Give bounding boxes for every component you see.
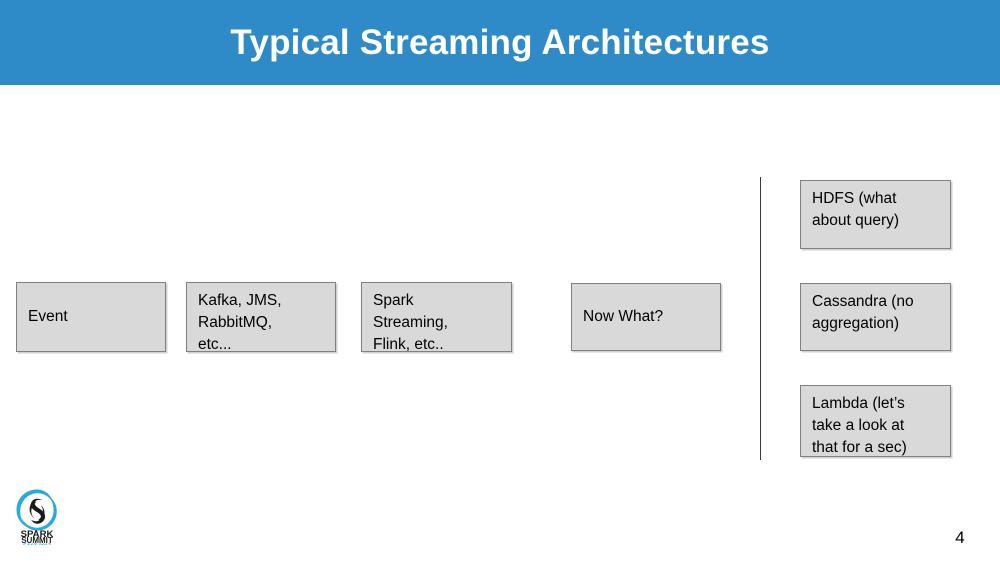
- flow-box-hdfs[interactable]: HDFS (what about query): [800, 180, 951, 249]
- flow-box-queue[interactable]: Kafka, JMS, RabbitMQ, etc...: [186, 282, 336, 353]
- logo-line-summit: SUMMIT: [21, 536, 53, 545]
- spark-summit-logo: SPARK SUMMIT EAST 2017: [11, 487, 63, 545]
- page-number: 4: [955, 528, 965, 547]
- logo-line-spark: SPARK: [21, 529, 54, 540]
- logo-line-east-2017: EAST 2017: [23, 543, 51, 545]
- spark-summit-logo-icon: SPARK SUMMIT EAST 2017: [16, 489, 57, 545]
- flow-box-event[interactable]: Event: [16, 282, 166, 352]
- flow-box-lambda[interactable]: Lambda (let’s take a look at that for a …: [800, 385, 951, 457]
- title-banner: Typical Streaming Architectures: [0, 0, 1000, 85]
- flow-box-cassandra[interactable]: Cassandra (no aggregation): [800, 283, 951, 351]
- page-title: Typical Streaming Architectures: [230, 22, 770, 62]
- vertical-divider: [760, 177, 761, 460]
- flow-box-stream-engine[interactable]: Spark Streaming, Flink, etc..: [361, 282, 512, 353]
- flow-box-now-what[interactable]: Now What?: [571, 283, 721, 351]
